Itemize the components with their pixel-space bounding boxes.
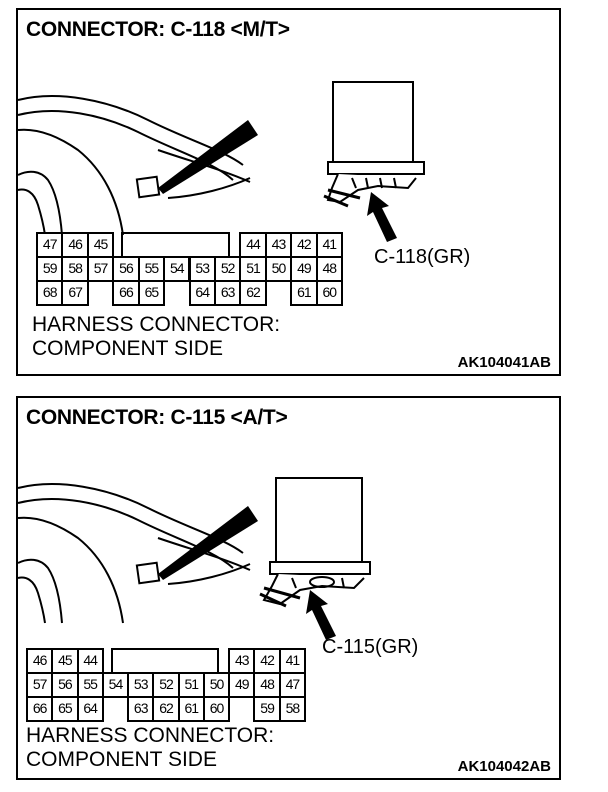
connector-pin: 54 <box>163 256 191 282</box>
connector-keyway <box>121 232 231 258</box>
connector-pin: 43 <box>228 648 256 674</box>
connector-callout-label: C-115(GR) <box>322 636 419 658</box>
figure-code: AK104041AB <box>457 354 551 371</box>
connector-pin: 42 <box>290 232 318 258</box>
connector-pin: 58 <box>278 696 306 722</box>
connector-callout-label: C-118(GR) <box>374 246 471 268</box>
ecu-module-icon <box>323 81 425 208</box>
connector-pin: 52 <box>213 256 242 282</box>
connector-pin: 65 <box>137 280 166 306</box>
connector-pin: 50 <box>264 256 293 282</box>
connector-pin: 66 <box>26 696 54 722</box>
connector-pin: 57 <box>26 672 54 698</box>
connector-pin: 51 <box>177 672 205 698</box>
connector-pin: 65 <box>51 696 79 722</box>
connector-pin: 53 <box>188 256 216 282</box>
connector-pin: 62 <box>239 280 267 306</box>
connector-pin: 49 <box>228 672 256 698</box>
connector-pin: 51 <box>239 256 267 282</box>
panel-title: CONNECTOR: C-115 <A/T> <box>26 406 288 429</box>
connector-pin: 67 <box>61 280 89 306</box>
harness-label-line2: COMPONENT SIDE <box>32 337 223 360</box>
harness-label: HARNESS CONNECTOR: COMPONENT SIDE <box>26 724 274 772</box>
connector-pin: 66 <box>112 280 140 306</box>
connector-pin: 47 <box>278 672 306 698</box>
harness-label-line2: COMPONENT SIDE <box>26 748 217 771</box>
connector-pin: 63 <box>213 280 242 306</box>
connector-pin: 44 <box>76 648 104 674</box>
connector-pin: 59 <box>253 696 281 722</box>
connector-pin: 45 <box>86 232 115 258</box>
connector-pin: 41 <box>315 232 343 258</box>
connector-pin: 54 <box>101 672 130 698</box>
connector-pin: 43 <box>264 232 293 258</box>
connector-pin: 64 <box>188 280 216 306</box>
dashboard-illustration <box>17 483 258 624</box>
connector-pin: 48 <box>253 672 281 698</box>
connector-pin: 55 <box>76 672 104 698</box>
connector-pin: 53 <box>127 672 155 698</box>
harness-label-line1: HARNESS CONNECTOR: <box>32 313 281 336</box>
connector-pin: 49 <box>290 256 318 282</box>
connector-pin: 46 <box>26 648 54 674</box>
connector-pin: 61 <box>177 696 205 722</box>
connector-pin: 50 <box>202 672 231 698</box>
figure-code: AK104042AB <box>457 758 551 775</box>
connector-pin: 62 <box>152 696 180 722</box>
connector-pin: 60 <box>202 696 231 722</box>
ecu-module-icon <box>259 477 371 608</box>
connector-pin: 45 <box>51 648 79 674</box>
connector-pin: 60 <box>315 280 343 306</box>
connector-pin: 61 <box>290 280 318 306</box>
connector-pin: 68 <box>36 280 64 306</box>
connector-pin: 58 <box>61 256 89 282</box>
arrow-icon <box>306 590 336 640</box>
connector-pin: 47 <box>36 232 64 258</box>
connector-pin: 44 <box>239 232 267 258</box>
connector-pin: 56 <box>112 256 140 282</box>
connector-pin: 48 <box>315 256 343 282</box>
connector-pin: 46 <box>61 232 89 258</box>
connector-keyway <box>110 648 220 674</box>
connector-pin: 64 <box>76 696 104 722</box>
connector-pin: 63 <box>127 696 155 722</box>
panel-title: CONNECTOR: C-118 <M/T> <box>26 18 290 41</box>
connector-pin: 42 <box>253 648 281 674</box>
connector-pin: 41 <box>278 648 306 674</box>
connector-pin: 55 <box>137 256 166 282</box>
connector-pin: 52 <box>152 672 180 698</box>
connector-pin: 56 <box>51 672 79 698</box>
connector-pin: 57 <box>86 256 115 282</box>
harness-label-line1: HARNESS CONNECTOR: <box>26 724 275 747</box>
dashboard-illustration <box>17 95 258 236</box>
connector-pin: 59 <box>36 256 64 282</box>
arrow-icon <box>367 192 397 242</box>
harness-label: HARNESS CONNECTOR: COMPONENT SIDE <box>32 313 280 361</box>
